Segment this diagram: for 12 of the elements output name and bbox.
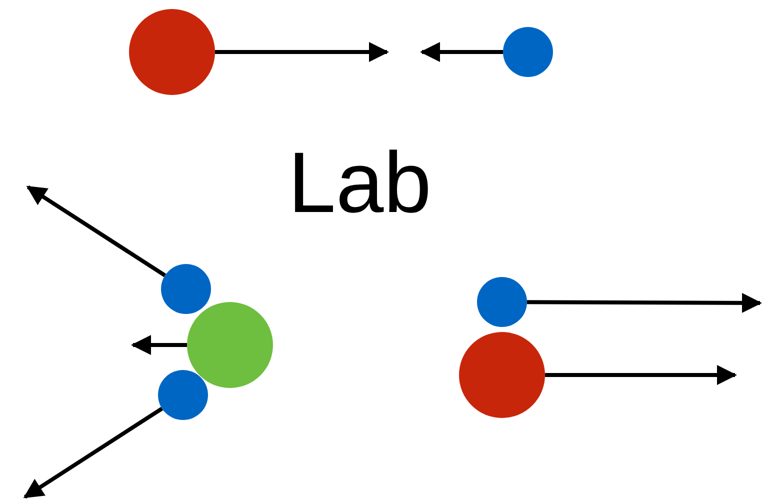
arrow [23, 406, 164, 499]
arrow [527, 292, 762, 313]
arrow [545, 365, 737, 385]
frame-label: Lab [288, 140, 432, 226]
particle-circle [161, 264, 211, 314]
particle-circle [503, 27, 553, 77]
arrow [26, 185, 166, 278]
particle-circle [477, 277, 527, 327]
arrow [131, 335, 187, 355]
particle-circle [158, 370, 208, 420]
arrow [215, 42, 389, 62]
arrow [420, 42, 503, 62]
